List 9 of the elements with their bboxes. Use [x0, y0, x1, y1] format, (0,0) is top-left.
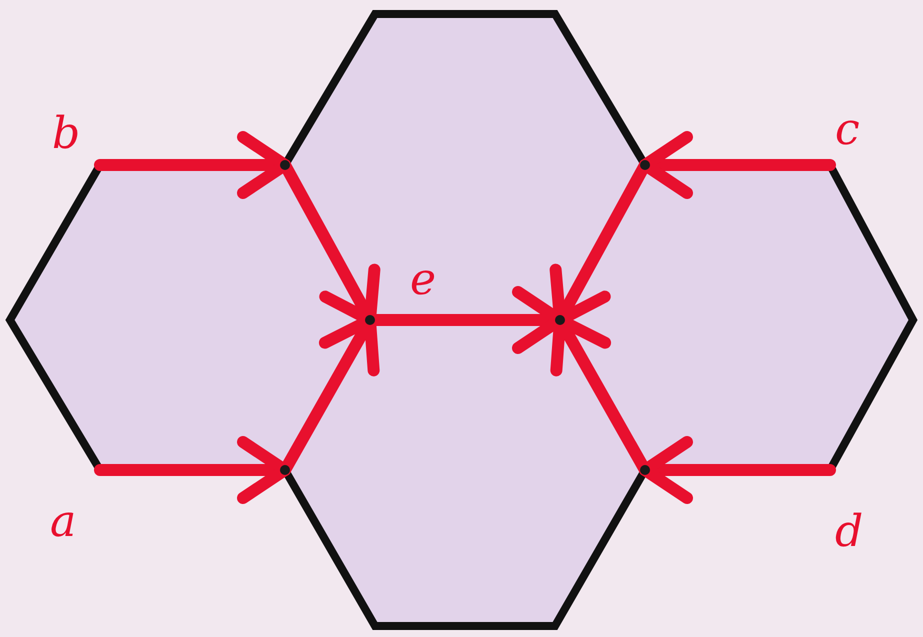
edge-label: c	[835, 108, 860, 152]
edge-label: d	[835, 510, 864, 554]
arrow	[94, 131, 291, 199]
arrow	[94, 436, 291, 504]
edge-label: b	[52, 112, 80, 156]
arrow	[639, 436, 836, 504]
arrow	[639, 131, 836, 199]
edge-label: e	[410, 258, 436, 302]
edge-label: a	[50, 500, 76, 544]
